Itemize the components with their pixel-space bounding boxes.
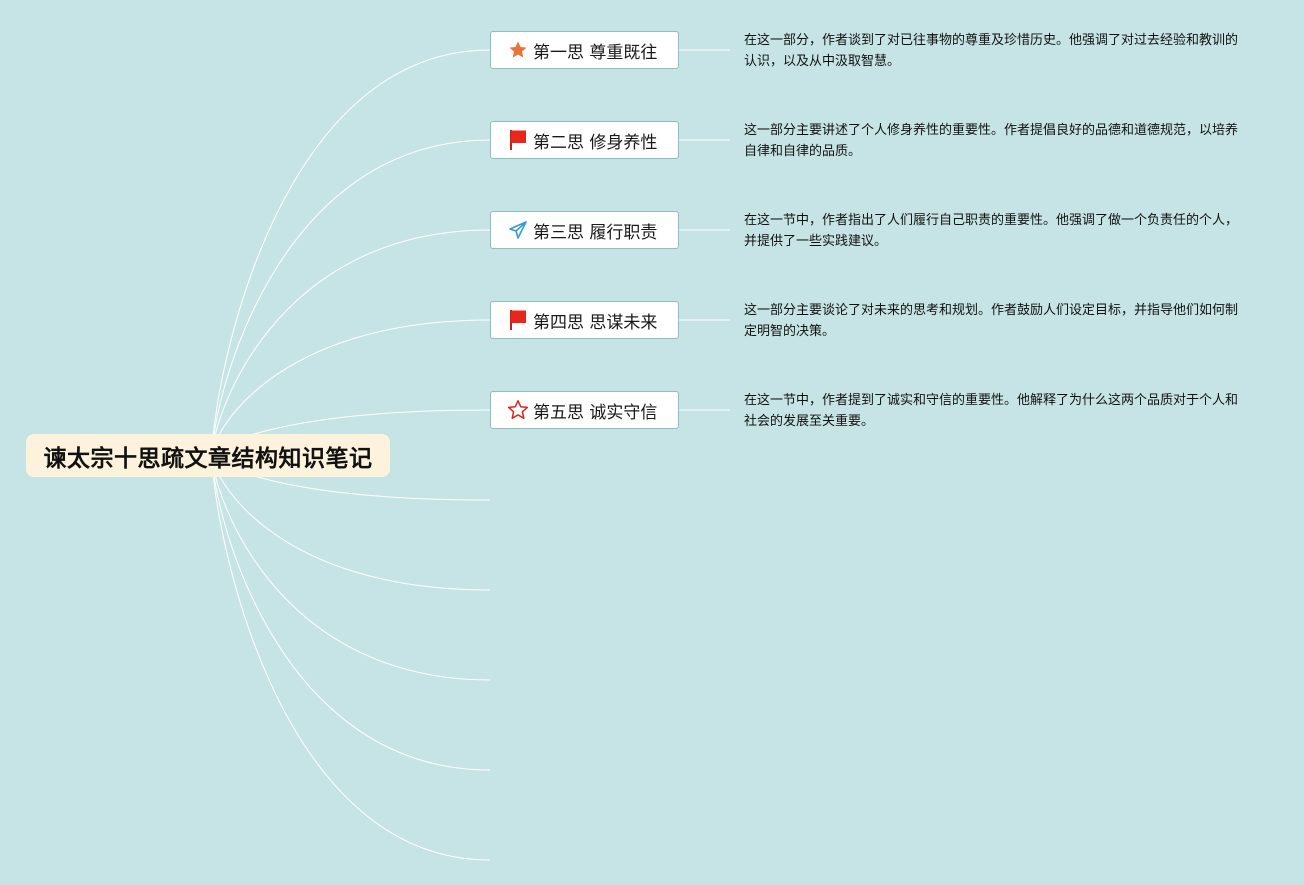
topic-4[interactable]: 第四思 思谋未来	[490, 301, 679, 339]
topic-5-label: 第五思 诚实守信	[533, 402, 658, 423]
branch-line-empty	[211, 454, 491, 771]
topic-4-label: 第四思 思谋未来	[533, 312, 658, 333]
star-outline-red-icon	[507, 399, 529, 421]
red-flag-icon	[507, 309, 529, 331]
branch-line-topic-1	[211, 49, 491, 456]
central-topic-label: 谏太宗十思疏文章结构知识笔记	[43, 445, 373, 472]
topic-3-label: 第三思 履行职责	[533, 222, 658, 243]
branch-line-topic-3	[211, 229, 491, 456]
branch-line-empty	[211, 454, 491, 681]
topic-2[interactable]: 第二思 修身养性	[490, 121, 679, 159]
central-topic[interactable]: 谏太宗十思疏文章结构知识笔记	[26, 434, 390, 477]
red-flag-icon	[507, 129, 529, 151]
topic-4-note: 这一部分主要谈论了对未来的思考和规划。作者鼓励人们设定目标，并指导他们如何制定明…	[744, 303, 1239, 339]
topic-1[interactable]: 第一思 尊重既往	[490, 31, 679, 69]
topic-3-note: 在这一节中，作者指出了人们履行自己职责的重要性。他强调了做一个负责任的个人，并提…	[744, 213, 1239, 249]
star-filled-orange-icon	[507, 39, 529, 61]
topic-5[interactable]: 第五思 诚实守信	[490, 391, 679, 429]
topic-2-note: 这一部分主要讲述了个人修身养性的重要性。作者提倡良好的品德和道德规范，以培养自律…	[744, 123, 1239, 159]
topic-2-label: 第二思 修身养性	[533, 132, 658, 153]
branch-line-empty	[211, 454, 491, 861]
topic-1-note: 在这一部分，作者谈到了对已往事物的尊重及珍惜历史。他强调了对过去经验和教训的认识…	[744, 33, 1239, 69]
topic-1-label: 第一思 尊重既往	[533, 42, 658, 63]
branch-line-topic-2	[211, 139, 491, 456]
topic-5-note: 在这一节中，作者提到了诚实和守信的重要性。他解释了为什么这两个品质对于个人和社会…	[744, 393, 1239, 429]
topic-3[interactable]: 第三思 履行职责	[490, 211, 679, 249]
paper-plane-icon	[507, 219, 529, 241]
